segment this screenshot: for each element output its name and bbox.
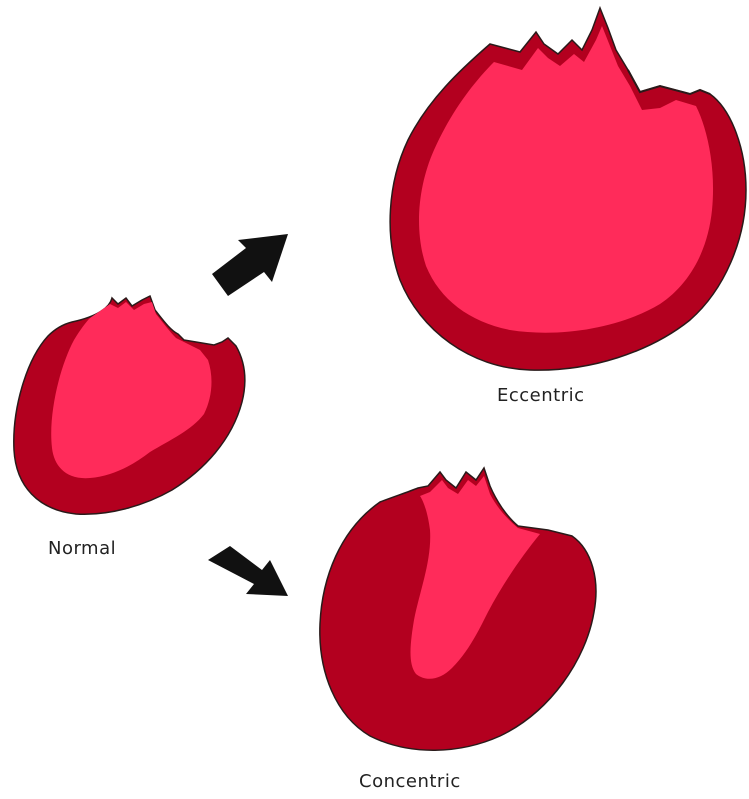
arrow-down-right-icon: [208, 546, 288, 596]
arrow-down-right-shape: [208, 546, 288, 596]
concentric-label: Concentric: [359, 771, 461, 792]
arrow-up-right-shape: [212, 234, 288, 296]
normal-label: Normal: [48, 538, 116, 559]
concentric-heart: [320, 468, 596, 750]
arrow-up-right-icon: [212, 234, 288, 296]
eccentric-heart: [390, 8, 746, 370]
normal-heart: [14, 296, 245, 514]
eccentric-label: Eccentric: [497, 385, 585, 406]
